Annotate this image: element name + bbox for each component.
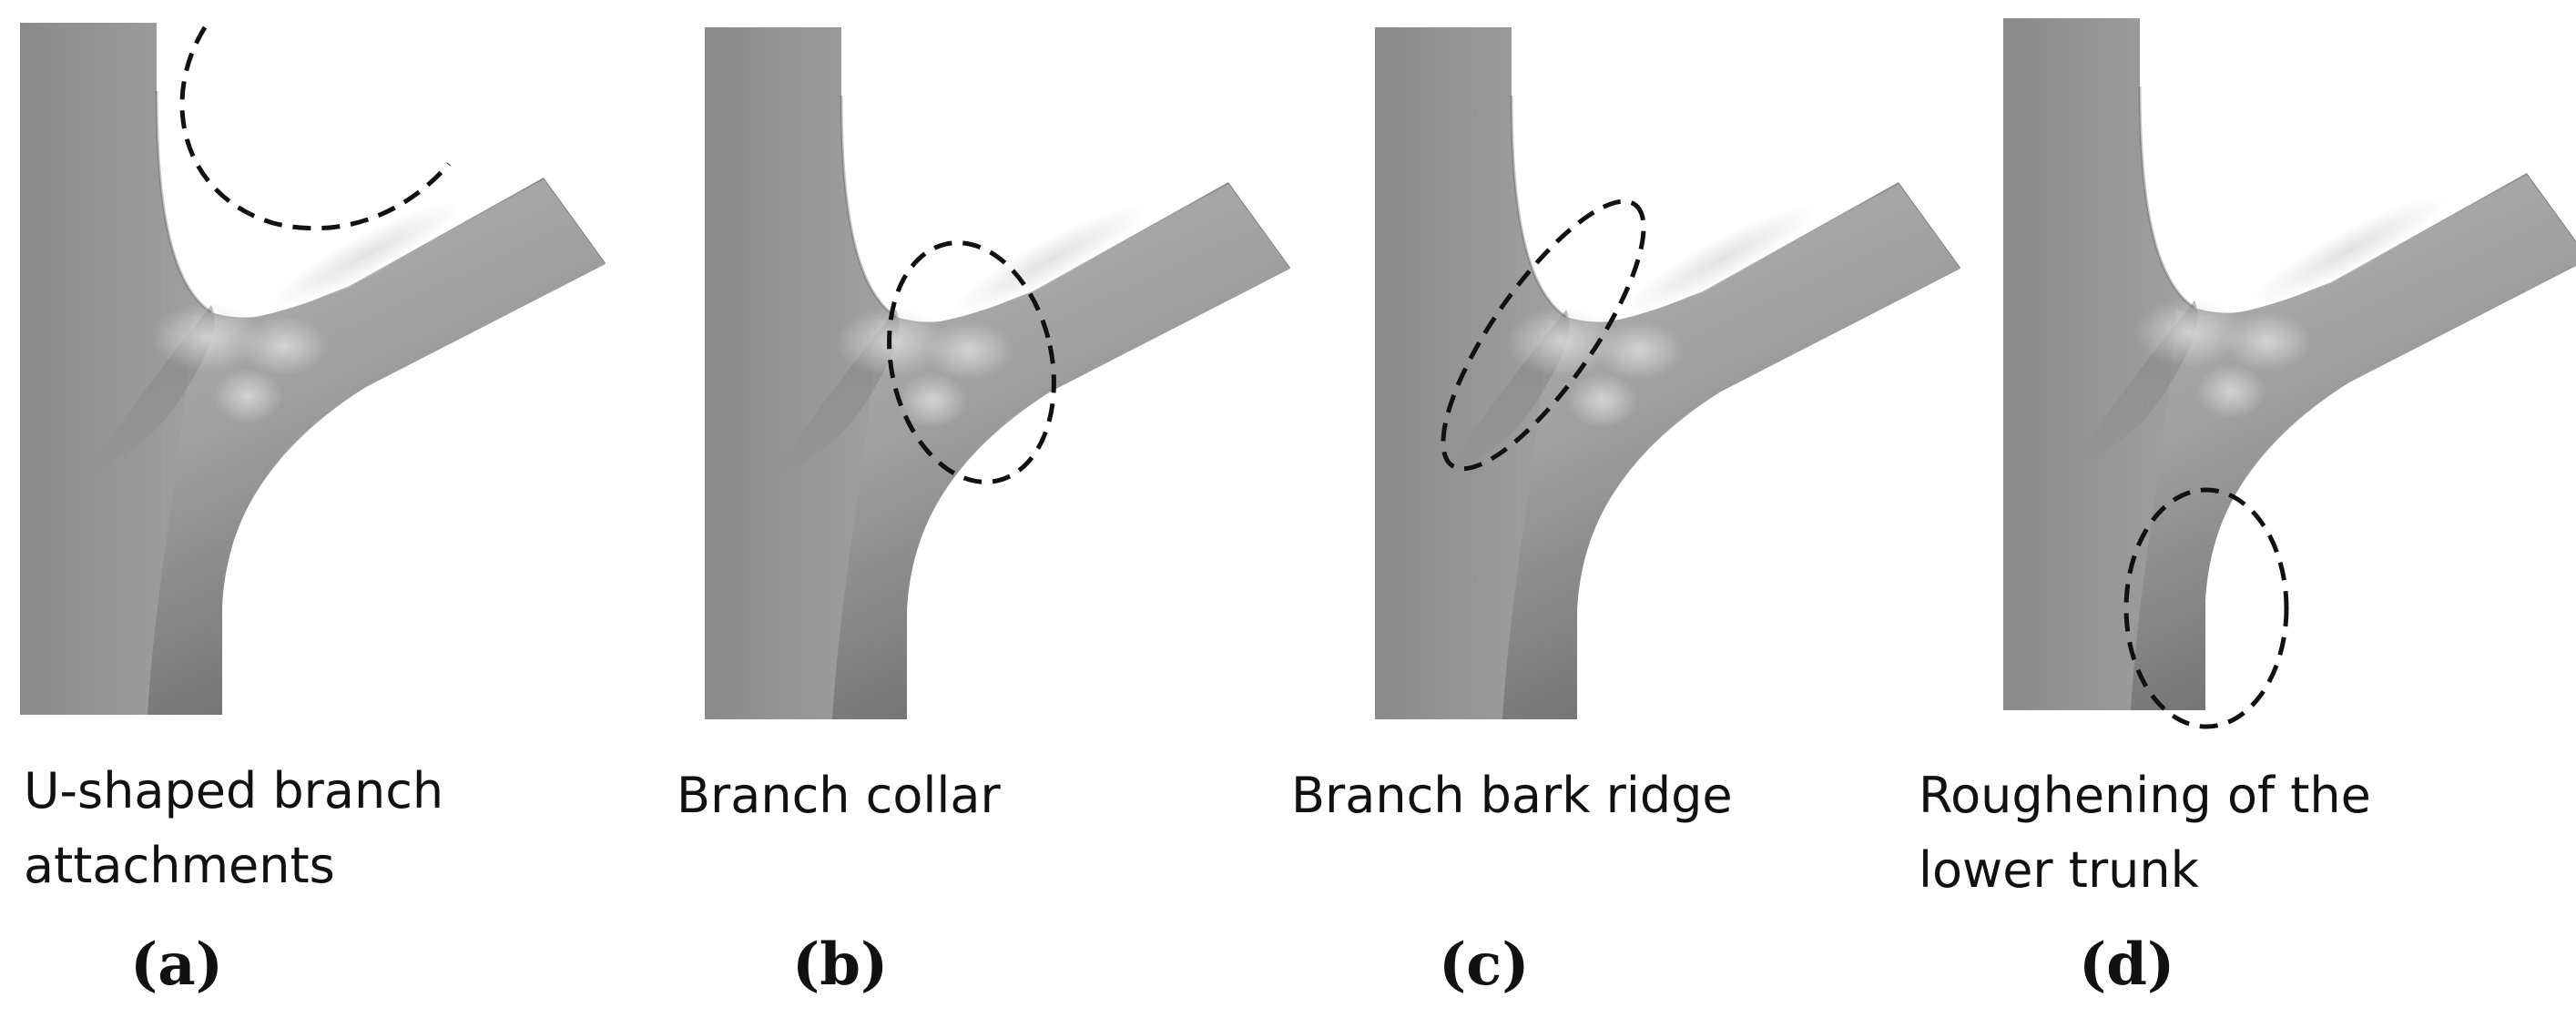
panel-label-d: (d)	[2079, 931, 2175, 999]
panel-label-c: (c)	[1439, 931, 1530, 999]
caption-a-line-1: U-shaped branch	[24, 762, 444, 819]
bark-ridge-ellipse-highlight	[1441, 198, 1646, 472]
panel-a-illustration	[18, 21, 607, 717]
caption-b: Branch collar	[677, 758, 1001, 833]
panel-label-a: (a)	[130, 931, 224, 999]
u-shaped-arc-highlight	[179, 25, 451, 231]
caption-d-line-2: lower trunk	[1919, 841, 2199, 899]
caption-a: U-shaped branch attachments	[24, 754, 443, 903]
caption-a-line-2: attachments	[24, 837, 335, 894]
caption-d: Roughening of the lower trunk	[1919, 758, 2371, 908]
panel-b-illustration	[703, 25, 1292, 721]
collar-ellipse-highlight	[887, 240, 1056, 484]
caption-c: Branch bark ridge	[1291, 758, 1733, 833]
caption-d-line-1: Roughening of the	[1919, 767, 2371, 824]
panel-d-illustration	[2001, 16, 2576, 712]
caption-c-line-1: Branch bark ridge	[1291, 767, 1733, 824]
panel-label-b: (b)	[792, 931, 889, 999]
lower-trunk-ellipse-highlight	[2123, 487, 2289, 729]
caption-b-line-1: Branch collar	[677, 767, 1001, 824]
